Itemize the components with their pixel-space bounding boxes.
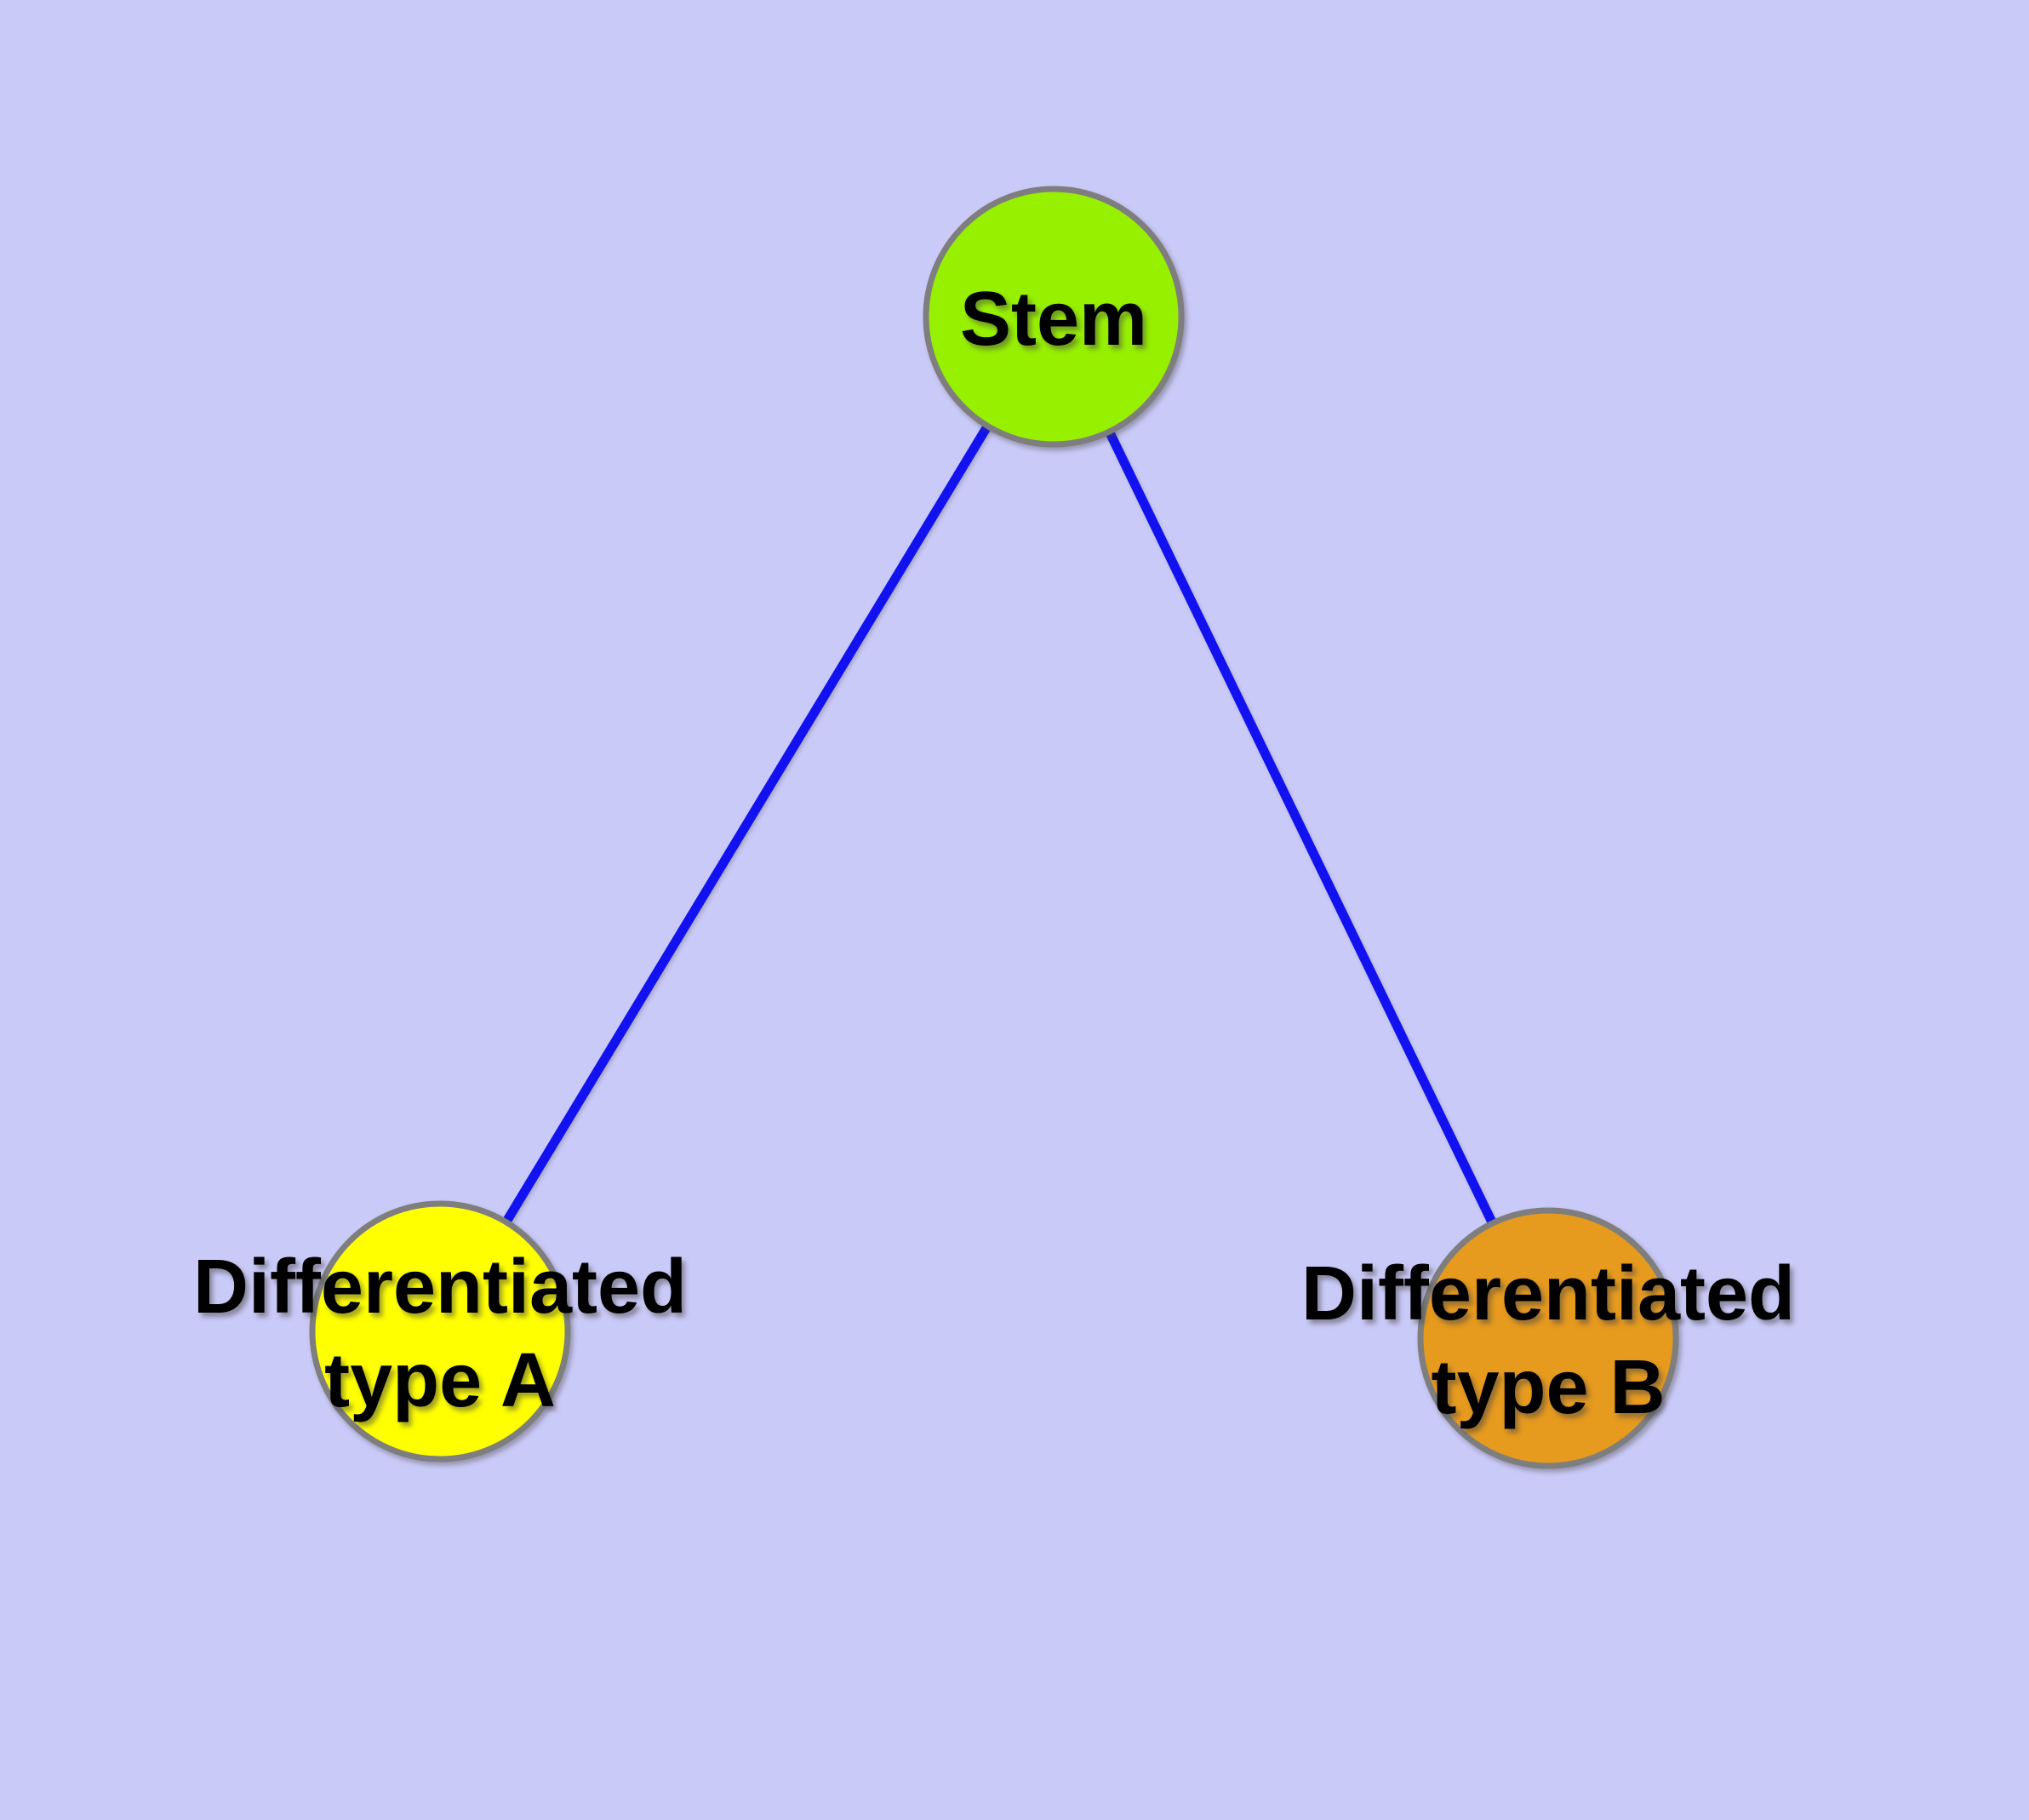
node-stem bbox=[923, 186, 1185, 448]
node-label-stem: Stem bbox=[960, 277, 1147, 362]
nodes-layer bbox=[309, 186, 1679, 1469]
node-type-a bbox=[309, 1200, 571, 1462]
edges-layer bbox=[436, 314, 1552, 1341]
edge-stem-type-b bbox=[1049, 314, 1552, 1341]
edge-stem-type-a bbox=[436, 314, 1058, 1334]
node-type-b bbox=[1417, 1207, 1679, 1469]
